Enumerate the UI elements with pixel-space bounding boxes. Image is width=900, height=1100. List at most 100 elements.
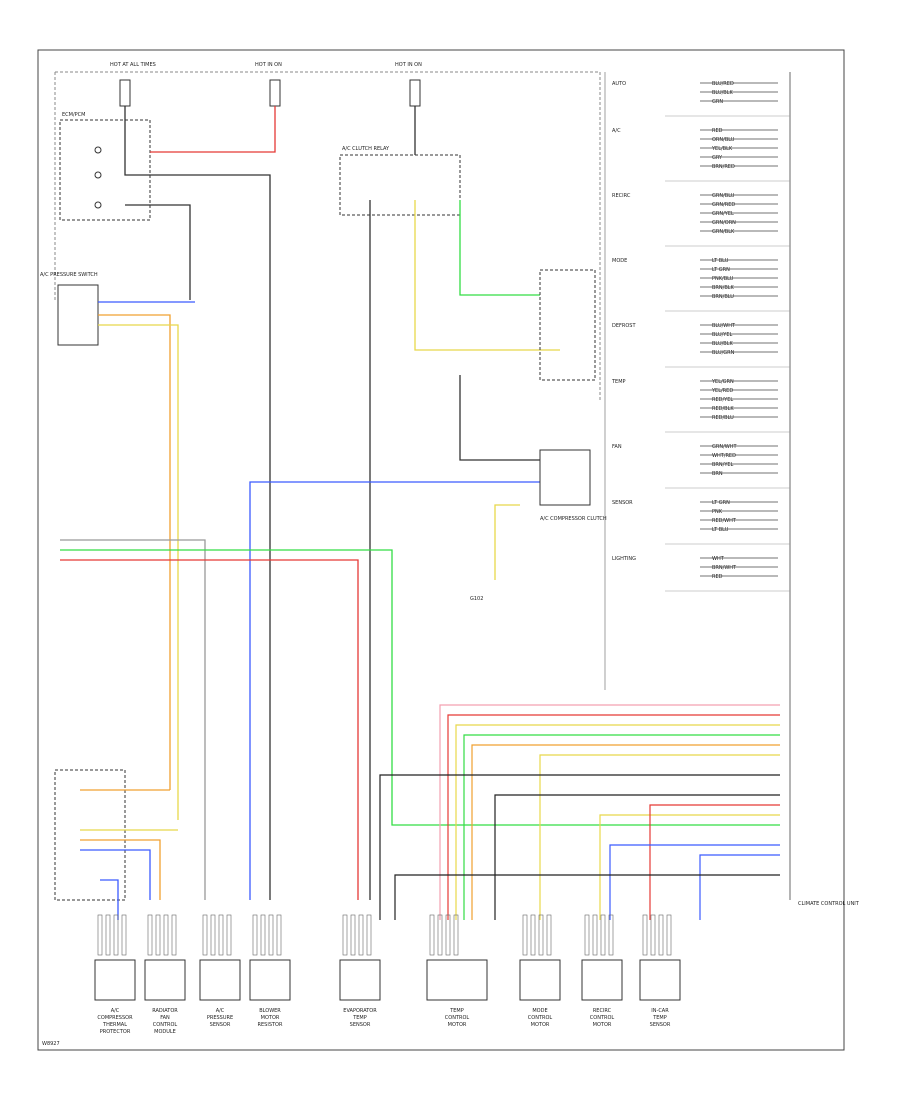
right-pin-label: PNK	[712, 509, 723, 515]
right-group-name: SENSOR	[612, 500, 633, 506]
right-pin-label: BLU/BLK	[712, 341, 734, 347]
bus-wire	[394, 874, 780, 920]
connector-pin	[121, 914, 127, 956]
connector-pin	[445, 914, 451, 956]
right-group-name: AUTO	[612, 81, 626, 87]
bottom-connector-label: MODE	[532, 1008, 547, 1014]
right-pin-label: BRN/WHT	[712, 565, 737, 571]
bus-wire	[471, 744, 780, 920]
connector-pin	[600, 914, 606, 956]
wire-blue-comp	[249, 481, 540, 900]
connector-pin	[429, 914, 435, 956]
bottom-connector-label: RESISTOR	[258, 1022, 283, 1028]
right-group-name: RECIRC	[612, 193, 631, 199]
bus-wire	[439, 704, 780, 920]
wire-yellow-relay	[414, 200, 560, 351]
connector-pin	[453, 914, 459, 956]
connector-pin	[437, 914, 443, 956]
right-pin-label: GRN/YEL	[712, 211, 734, 217]
bottom-connector-label: A/C	[216, 1008, 225, 1014]
wire-black-1	[124, 106, 271, 900]
connector-pin	[147, 914, 153, 956]
top-fuse-right-label: HOT IN ON	[395, 62, 422, 68]
bottom-connector-box	[94, 959, 136, 1001]
wire-green-relay	[459, 200, 540, 296]
right-pin-label: RED/BLU	[712, 415, 734, 421]
connector-pin	[252, 914, 258, 956]
bottom-connector-box	[426, 959, 488, 1001]
bottom-connector-label: BLOWER	[259, 1008, 281, 1014]
ac-pressure-switch-label: A/C PRESSURE SWITCH	[40, 272, 98, 278]
connector-pin	[342, 914, 348, 956]
fuse-left	[119, 79, 131, 107]
bottom-connector-label: RECIRC	[593, 1008, 612, 1014]
connector-pin	[522, 914, 528, 956]
switch-contact-3	[94, 201, 102, 209]
right-pin-label: GRN/BLU	[712, 193, 735, 199]
bottom-connector-label: MODULE	[154, 1029, 176, 1035]
right-pin-label: LT BLU	[712, 258, 729, 264]
right-pin-label: YEL/GRN	[711, 379, 734, 385]
bus-wire	[609, 844, 780, 920]
bottom-connector-label: THERMAL	[102, 1022, 127, 1028]
right-pin-label: GRN/RED	[712, 202, 735, 208]
bottom-connector-label: TEMP	[449, 1008, 464, 1014]
connector-pin	[642, 914, 648, 956]
bottom-connector-label: MOTOR	[261, 1015, 280, 1021]
left-module-label: ECM/PCM	[62, 112, 85, 118]
wire-orange-sensor	[98, 314, 171, 790]
wire-gray-bus	[60, 539, 206, 900]
right-pin-label: BLU/BLK	[712, 90, 734, 96]
wire-orange-lower-2	[80, 839, 161, 900]
switch-contact-2	[94, 171, 102, 179]
right-pin-label: BRN	[712, 471, 723, 477]
right-pin-label: LT GRN	[712, 500, 730, 506]
connector-pin	[105, 914, 111, 956]
connector-pin	[538, 914, 544, 956]
bottom-connector-label: A/C	[111, 1008, 120, 1014]
bus-wire	[379, 774, 780, 920]
bottom-connector-label: CONTROL	[153, 1022, 178, 1028]
compressor-clutch-label: A/C COMPRESSOR CLUTCH	[540, 516, 607, 522]
bus-wire	[463, 734, 780, 920]
left-switch-box	[59, 119, 151, 221]
wire-black-comp	[459, 375, 540, 461]
connector-pin	[666, 914, 672, 956]
top-fuse-left-label: HOT AT ALL TIMES	[110, 62, 156, 68]
bottom-connector-label: SENSOR	[210, 1022, 231, 1028]
bottom-connector-label: PROTECTOR	[100, 1029, 131, 1035]
bottom-connector-label: SENSOR	[350, 1022, 371, 1028]
fuse-mid	[269, 79, 281, 107]
right-pin-label: GRY	[712, 155, 723, 161]
right-pin-label: BRN/YEL	[712, 462, 734, 468]
ground-label: G102	[470, 596, 483, 602]
connector-pin	[163, 914, 169, 956]
connector-pin	[358, 914, 364, 956]
right-pin-label: ORN/BLU	[712, 137, 735, 143]
right-group-name: TEMP	[611, 379, 626, 385]
fuse-right	[409, 79, 421, 107]
right-pin-label: WHT/RED	[712, 453, 736, 459]
bottom-connector-box	[581, 959, 623, 1001]
connector-pin	[366, 914, 372, 956]
right-pin-label: GRN/BLK	[712, 229, 735, 235]
connector-pin	[97, 914, 103, 956]
compressor-clutch	[539, 449, 591, 506]
connector-pin	[202, 914, 208, 956]
connector-pin	[268, 914, 274, 956]
switch-contact-1	[94, 146, 102, 154]
diagram-frame	[37, 49, 845, 1051]
bottom-bus-wires	[379, 704, 780, 920]
right-pin-label: GRN	[712, 99, 723, 105]
wire-yellow-ground	[494, 504, 520, 580]
right-pin-label: LT BLU	[712, 527, 729, 533]
right-pin-label: PNK/BLU	[712, 276, 734, 282]
bus-wire	[447, 714, 780, 920]
wire-yellow-sensor	[98, 324, 179, 820]
bottom-connector-label: FAN	[160, 1015, 170, 1021]
right-group-name: MODE	[612, 258, 627, 264]
bottom-connector-box	[519, 959, 561, 1001]
bottom-connector-label: MOTOR	[448, 1022, 467, 1028]
wire-red-bus	[60, 559, 359, 900]
right-pin-label: YEL/RED	[711, 388, 733, 394]
